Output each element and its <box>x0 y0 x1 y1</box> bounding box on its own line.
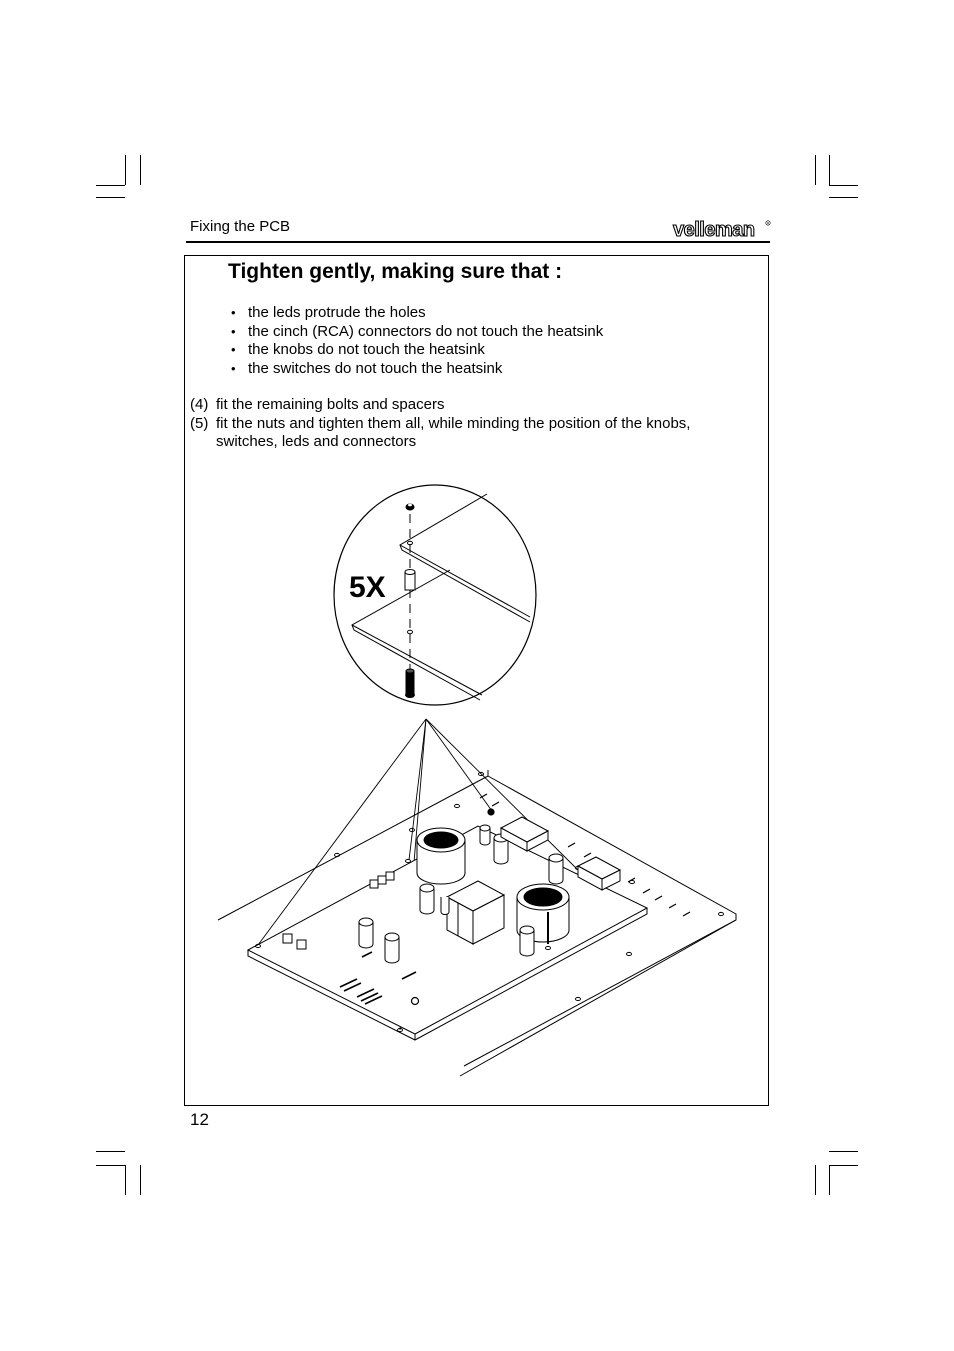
crop-mark <box>829 185 858 186</box>
crop-mark <box>125 1165 126 1195</box>
svg-text:R: R <box>767 222 770 226</box>
crop-mark <box>96 185 125 186</box>
step-text: fit the remaining bolts and spacers <box>216 396 445 413</box>
crop-mark <box>140 155 141 185</box>
crop-mark <box>829 197 858 198</box>
crop-mark <box>815 155 816 185</box>
assembly-figure: 5X <box>217 484 737 1077</box>
list-item: the cinch (RCA) connectors do not touch … <box>228 323 603 342</box>
connector-blocks <box>282 816 622 950</box>
toroid-transformer <box>416 827 570 944</box>
crop-mark <box>125 155 126 185</box>
crop-mark <box>829 155 830 185</box>
quantity-label: 5X <box>349 571 386 604</box>
brand-logo-text: velleman <box>673 219 755 240</box>
list-item: the leds protrude the holes <box>228 304 603 323</box>
content-box <box>184 255 769 1106</box>
crop-mark <box>829 1151 858 1152</box>
relay-block <box>445 880 506 945</box>
crop-mark <box>140 1165 141 1195</box>
page-number: 12 <box>190 1110 209 1129</box>
small-components <box>339 951 417 1005</box>
main-heading: Tighten gently, making sure that : <box>228 260 563 283</box>
crop-mark <box>96 1165 125 1166</box>
step-item: (5) fit the nuts and tighten them all, w… <box>190 415 750 452</box>
step-item: (4) fit the remaining bolts and spacers <box>190 396 750 415</box>
header-rule <box>186 241 770 243</box>
step-number: (4) <box>190 396 209 413</box>
crop-mark <box>829 1165 858 1166</box>
capacitors <box>358 824 564 964</box>
list-item: the switches do not touch the heatsink <box>228 360 603 379</box>
list-item: the knobs do not touch the heatsink <box>228 341 603 360</box>
heatsink-plate <box>217 770 737 1077</box>
check-list: the leds protrude the holes the cinch (R… <box>228 304 603 378</box>
crop-mark <box>815 1165 816 1195</box>
crop-mark <box>829 1165 830 1195</box>
section-title: Fixing the PCB <box>190 218 291 235</box>
crop-mark <box>96 197 125 198</box>
step-list: (4) fit the remaining bolts and spacers … <box>190 396 750 452</box>
step-number: (5) <box>190 414 209 432</box>
brand-logo: velleman R <box>672 218 771 240</box>
leds-and-switches <box>410 793 691 1006</box>
crop-mark <box>96 1151 125 1152</box>
step-text: fit the nuts and tighten them all, while… <box>216 414 691 451</box>
detail-view: 5X <box>333 484 537 706</box>
